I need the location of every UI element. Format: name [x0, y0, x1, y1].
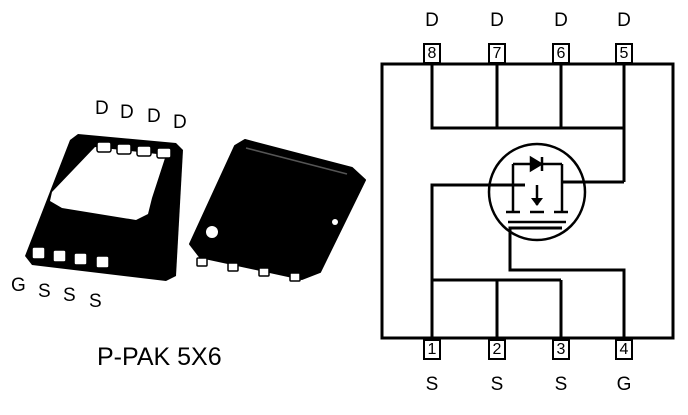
- source-lead: [52, 249, 67, 263]
- schematic-outline: [380, 62, 675, 340]
- gate-lead: [95, 255, 110, 269]
- pin4-number: 4: [619, 341, 629, 358]
- gate-trace: [508, 226, 626, 338]
- source-bus: [430, 183, 563, 338]
- pin1-label: S: [425, 374, 439, 395]
- package-gate-label: G: [11, 275, 26, 296]
- package-bottom-view: [25, 134, 183, 281]
- pin3-label: S: [554, 374, 568, 395]
- pin1-number: 1: [427, 341, 437, 358]
- package-top-view: [189, 139, 366, 282]
- package-source-label: S: [38, 281, 51, 302]
- pin5-number: 5: [619, 45, 629, 62]
- pin3-number: 3: [556, 341, 566, 358]
- package-drain-label: D: [147, 106, 161, 127]
- drain-tab: [116, 143, 132, 155]
- drain-tab: [96, 141, 112, 153]
- pin2-number: 2: [492, 341, 502, 358]
- package-caption: P-PAK 5X6: [97, 343, 222, 371]
- pin5-label: D: [617, 10, 631, 31]
- pin7-label: D: [490, 10, 504, 31]
- pin6-number: 6: [556, 45, 566, 62]
- pin1-marker: [206, 226, 218, 238]
- drain-bus: [430, 64, 626, 184]
- mosfet-symbol: [487, 142, 587, 242]
- package-drain-label: D: [95, 98, 109, 119]
- top-pin-boxes: [423, 43, 633, 64]
- pin2-label: S: [490, 374, 504, 395]
- pin4-label: G: [616, 374, 632, 395]
- package-drain-label: D: [120, 102, 134, 123]
- source-lead: [73, 252, 88, 266]
- mosfet-circle: [487, 142, 587, 242]
- package-source-label: S: [89, 291, 102, 312]
- drain-tab: [156, 147, 172, 159]
- drain-tab: [136, 145, 152, 157]
- package-drain-label: D: [173, 112, 187, 133]
- pin7-number: 7: [492, 45, 502, 62]
- pin8-label: D: [425, 10, 439, 31]
- source-lead: [31, 246, 46, 260]
- pin6-label: D: [554, 10, 568, 31]
- bottom-pin-boxes: [423, 339, 633, 360]
- pin8-number: 8: [427, 45, 437, 62]
- package-source-label: S: [63, 285, 76, 306]
